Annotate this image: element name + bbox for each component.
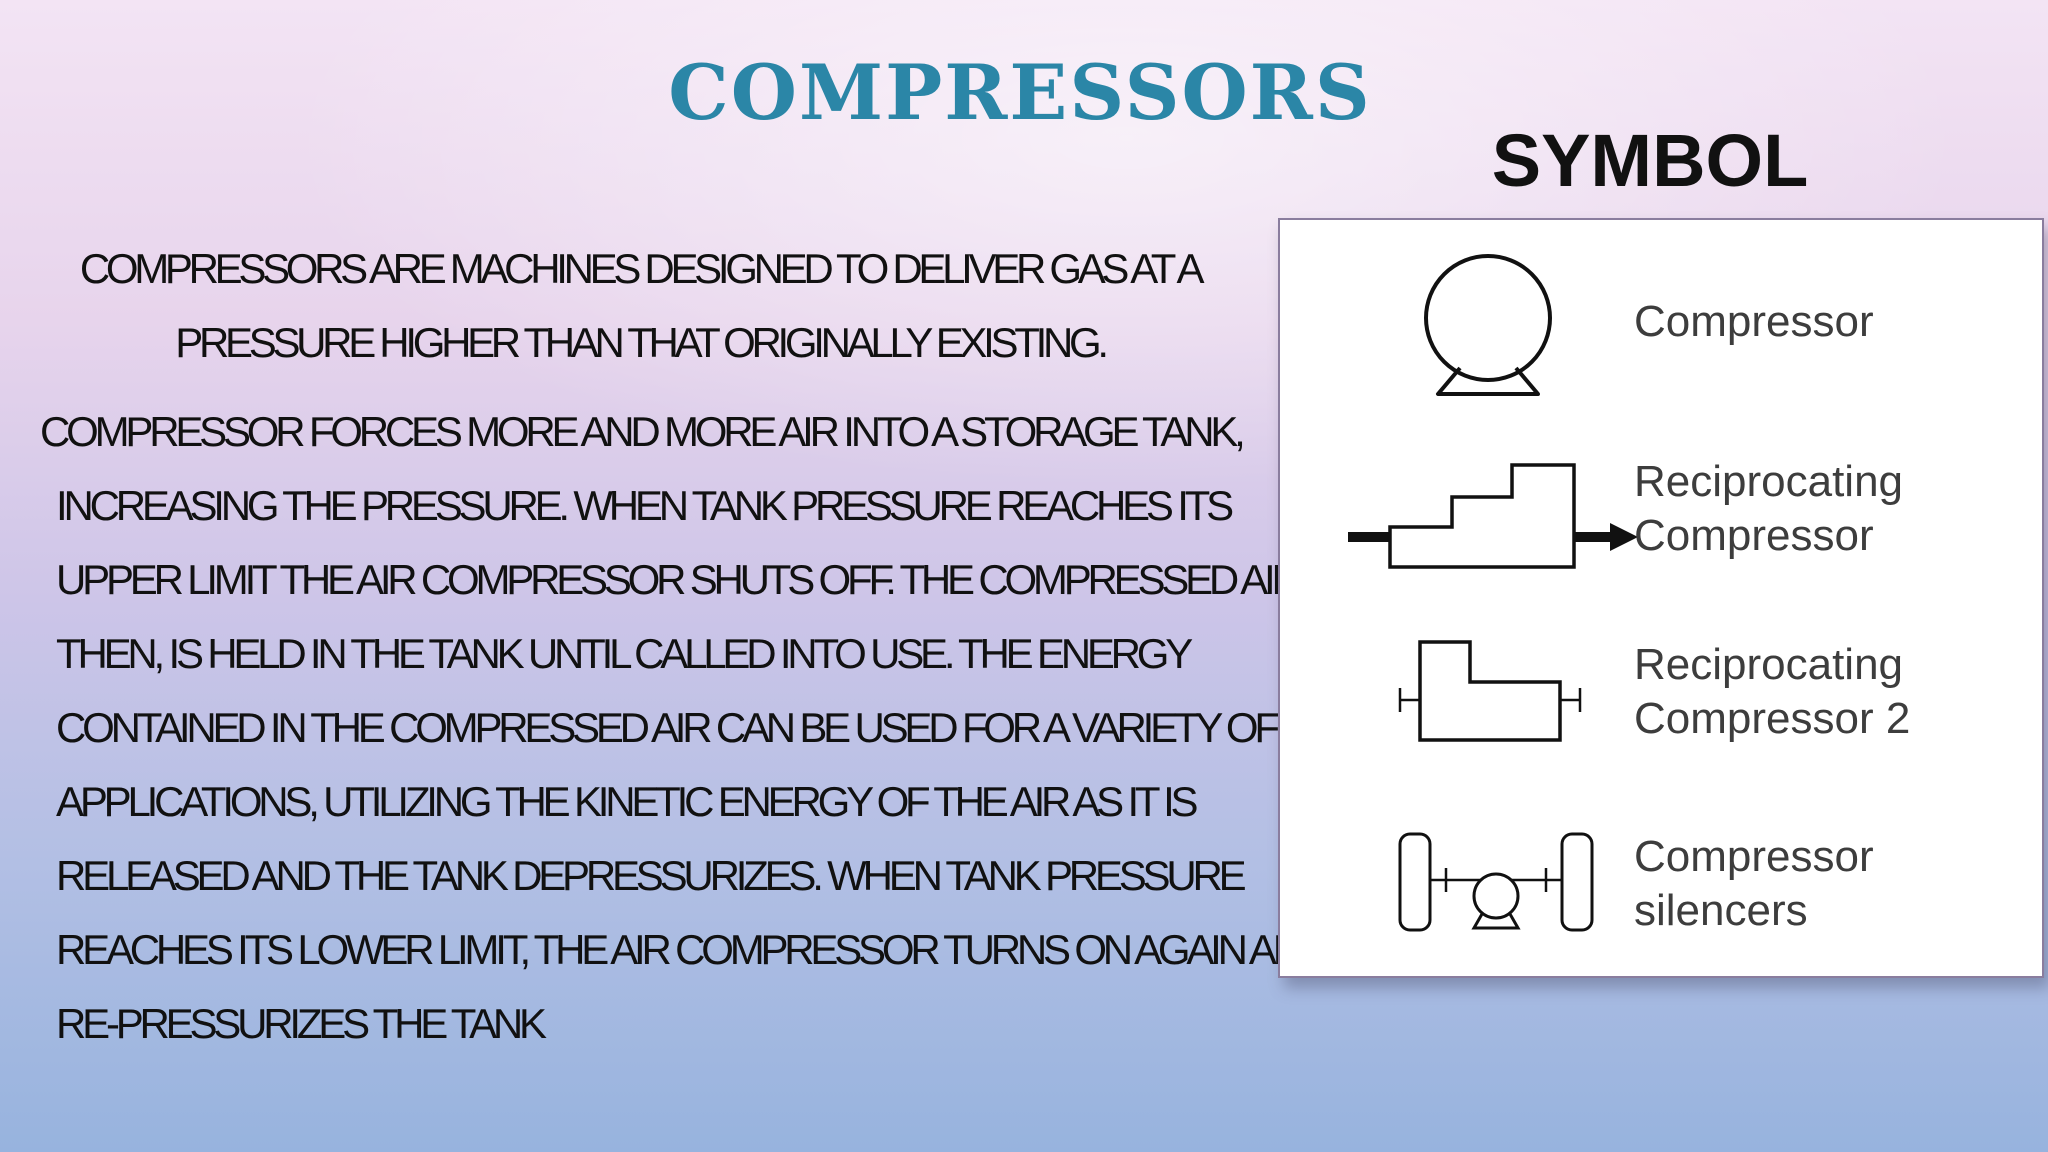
body-line: increasing the pressure. When tank press… (56, 482, 1234, 529)
body-line: re-pressurizes the tank (56, 1000, 547, 1047)
symbol-label-reciprocating-compressor-2: Reciprocating Compressor 2 (1634, 640, 1911, 743)
symbol-row-reciprocating-compressor: Reciprocating Compressor (1280, 455, 2046, 575)
body-paragraph: Compressor forces more and more air into… (40, 395, 1329, 1061)
reciprocating-compressor-2-symbol-icon (1398, 640, 1582, 742)
symbol-row-compressor: Compressor (1280, 250, 2046, 400)
symbol-label-compressor-silencers: Compressor silencers (1634, 832, 1874, 935)
reciprocating-compressor-symbol-icon (1348, 463, 1638, 569)
symbol-row-compressor-silencers: Compressor silencers (1280, 830, 2046, 940)
intro-line: pressure higher than that originally exi… (175, 319, 1109, 366)
body-line: released and the tank depressurizes. Whe… (56, 852, 1247, 899)
compressor-symbol-icon (1424, 254, 1552, 396)
body-line: upper limit the air compressor shuts off… (56, 556, 1309, 603)
body-line: then, is held in the tank until called i… (56, 630, 1193, 677)
body-line: contained in the compressed air can be u… (56, 704, 1280, 751)
body-line: applications, utilizing the kinetic ener… (56, 778, 1199, 825)
symbol-label-compressor: Compressor (1634, 297, 1874, 346)
body-line: Compressor forces more and more air into… (40, 408, 1246, 455)
compressor-silencers-symbol-icon (1398, 832, 1594, 932)
symbol-legend-panel: Compressor Reciprocating Compressor Reci… (1278, 218, 2044, 978)
slide-title: COMPRESSORS (668, 48, 1372, 137)
body-line: reaches its lower limit, the air compres… (56, 926, 1329, 973)
symbol-label-reciprocating-compressor: Reciprocating Compressor (1634, 457, 1904, 560)
symbol-heading: SYMBOL (1491, 119, 1809, 202)
symbol-row-reciprocating-compressor-2: Reciprocating Compressor 2 (1280, 638, 2046, 748)
